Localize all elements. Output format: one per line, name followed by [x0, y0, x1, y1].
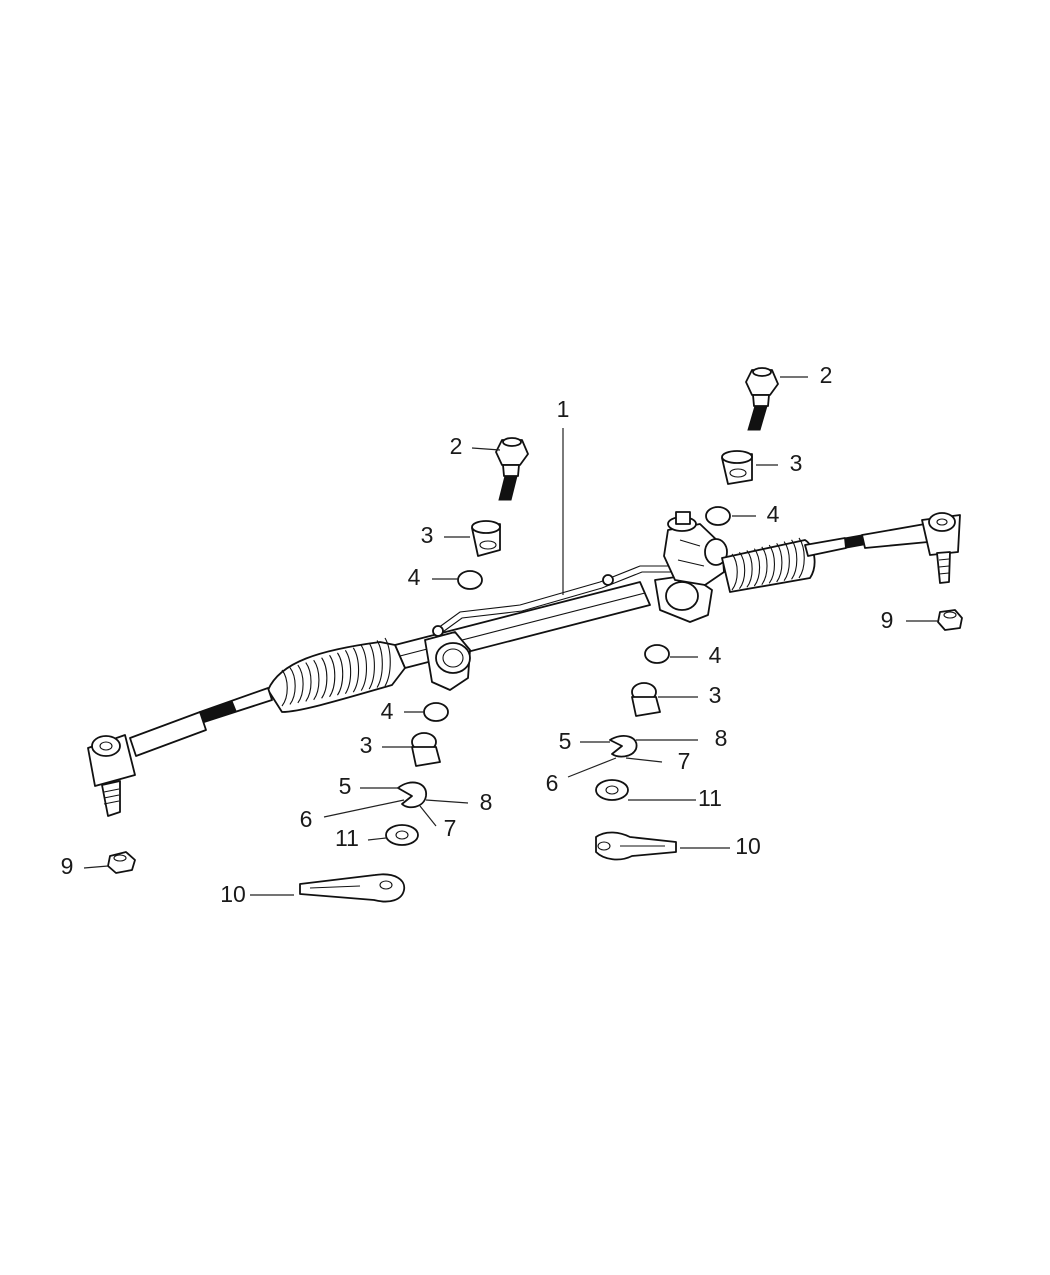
callout-2-right: 2	[820, 362, 833, 388]
callout-3-lower-left: 3	[360, 732, 373, 758]
callout-1: 1	[557, 396, 570, 422]
o-ring-4a	[457, 570, 483, 590]
washer-11a	[385, 824, 419, 846]
bolt-right	[745, 367, 779, 431]
bracket-10a	[299, 873, 406, 903]
boot-rib	[746, 550, 753, 588]
boot-rib	[352, 647, 360, 693]
callout-5-right: 5	[559, 728, 572, 754]
boot-rib	[305, 662, 312, 702]
o-ring-4b	[705, 506, 731, 526]
boot-rib	[336, 652, 344, 696]
callout-9-right: 9	[881, 607, 894, 633]
callout-7-left: 7	[444, 815, 457, 841]
callout-2-left: 2	[450, 433, 463, 459]
boot-rib	[738, 551, 746, 590]
boot-rib	[344, 650, 352, 694]
o-ring-4d	[423, 702, 449, 722]
boot-rib	[281, 669, 288, 707]
callout-11-left: 11	[335, 825, 359, 851]
boot-rib	[384, 637, 391, 687]
callout-5-left: 5	[339, 773, 352, 799]
boot-rib	[360, 645, 368, 691]
left-boot	[267, 637, 406, 713]
boot-rib	[376, 640, 383, 688]
bolt-left	[495, 437, 529, 501]
callout-4-upper-left: 4	[408, 564, 421, 590]
callout-3-upper-left: 3	[421, 522, 434, 548]
bracket-10b	[595, 831, 677, 861]
callout-4-lower-left: 4	[381, 698, 394, 724]
callout-3-upper-right: 3	[790, 450, 803, 476]
boot-rib	[297, 664, 304, 704]
boot-rib	[791, 539, 798, 580]
boot-rib	[329, 654, 336, 698]
clip-5a	[397, 781, 427, 809]
clip-5b	[609, 735, 638, 758]
o-ring-4c	[644, 644, 670, 664]
boot-rib	[761, 546, 768, 585]
boot-rib	[783, 541, 790, 581]
boot-rib	[768, 544, 776, 584]
callout-6-left: 6	[300, 806, 313, 832]
bushing-3d	[411, 732, 441, 767]
washer-11b	[595, 779, 629, 801]
boot-rib	[313, 659, 320, 701]
callout-11-right: 11	[698, 785, 722, 811]
boot-rib	[289, 667, 296, 705]
bushing-3c	[631, 682, 661, 717]
callout-4-lower-right: 4	[709, 642, 722, 668]
callout-8-left: 8	[480, 789, 493, 815]
callout-8-right: 8	[715, 725, 728, 751]
callout-4-upper-right: 4	[767, 501, 780, 527]
boot-rib	[776, 543, 783, 583]
callout-7-right: 7	[678, 748, 691, 774]
callout-6-right: 6	[546, 770, 559, 796]
left-tie-rod	[87, 687, 273, 817]
boot-rib	[368, 642, 375, 690]
bushing-3a	[471, 520, 501, 557]
callouts: 1 2 2 3 3 3 3 4 4 4 4 5 5 6 6 7 7 8 8 9 …	[61, 362, 894, 907]
right-boot	[721, 537, 816, 593]
right-tie-rod	[804, 512, 961, 584]
boot-rib	[731, 553, 738, 591]
rack-housing	[394, 511, 728, 691]
leader-lines	[83, 376, 938, 896]
callout-10-left: 10	[220, 881, 246, 907]
boot-rib	[321, 657, 328, 699]
callout-9-left: 9	[61, 853, 74, 879]
boot-rib	[798, 537, 805, 579]
callout-10-right: 10	[735, 833, 761, 859]
callout-3-lower-right: 3	[709, 682, 722, 708]
nut-9b	[937, 609, 963, 631]
boot-rib	[753, 548, 761, 587]
nut-9a	[107, 851, 136, 874]
bushing-3b	[721, 450, 753, 485]
